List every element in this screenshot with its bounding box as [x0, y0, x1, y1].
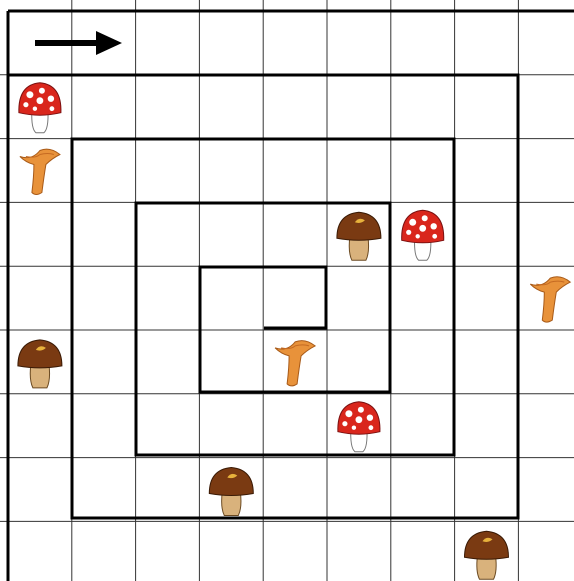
- chanterelle-mushroom-icon: [530, 277, 570, 322]
- porcini-mushroom-icon: [209, 468, 253, 516]
- spiral-walls: [8, 11, 574, 581]
- fly-agaric-mushroom-icon: [402, 210, 444, 260]
- fly-agaric-mushroom-icon: [338, 402, 380, 452]
- chanterelle-mushroom-icon: [20, 149, 60, 194]
- start-arrow-icon: [35, 31, 122, 55]
- mushroom-layer: [18, 83, 570, 580]
- fly-agaric-mushroom-icon: [19, 83, 61, 133]
- porcini-mushroom-icon: [465, 531, 509, 579]
- chanterelle-mushroom-icon: [275, 341, 315, 386]
- porcini-mushroom-icon: [18, 340, 62, 388]
- porcini-mushroom-icon: [337, 212, 381, 260]
